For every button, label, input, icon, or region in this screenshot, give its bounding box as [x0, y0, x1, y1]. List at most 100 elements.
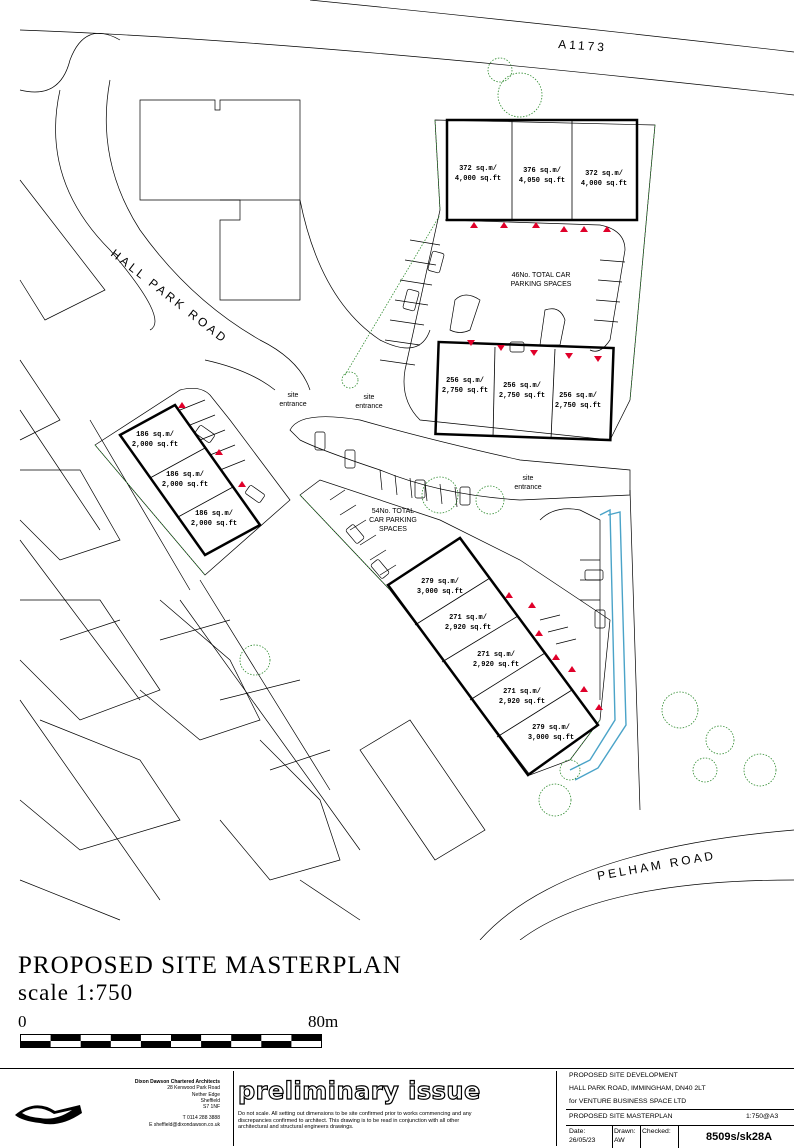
practice-name: Dixon Dawson Chartered Architects [134, 1079, 220, 1085]
drawing-title: PROPOSED SITE MASTERPLAN [18, 952, 402, 979]
existing-building [359, 719, 486, 861]
svg-text:2,000 sq.ft: 2,000 sq.ft [162, 481, 208, 489]
car-icon [345, 524, 365, 544]
project-line: PROPOSED SITE DEVELOPMENT [569, 1072, 678, 1079]
existing-building [19, 179, 106, 321]
tree-icon [421, 476, 459, 514]
svg-text:2,920 sq.ft: 2,920 sq.ft [473, 661, 519, 669]
car-icon [402, 288, 420, 312]
car-icon [344, 449, 356, 469]
drawn-label: Drawn: [614, 1128, 636, 1135]
svg-text:entrance: entrance [355, 403, 382, 410]
north-parking-label: 46No. TOTAL CAR PARKING SPACES [511, 272, 572, 288]
unit-block-south: 279 sq.m/ 3,000 sq.ft 271 sq.m/ 2,920 sq… [386, 536, 600, 777]
scale-reference: 1:750@A3 [746, 1113, 779, 1120]
svg-text:271 sq.m/: 271 sq.m/ [449, 614, 487, 622]
svg-text:entrance: entrance [279, 401, 306, 408]
scale-bar-segment [110, 1034, 141, 1041]
scale-bar-segment [140, 1041, 171, 1048]
a1173-road-edge [19, 29, 794, 96]
site-entrance-label: site entrance [355, 394, 382, 410]
practice-address-line: S7 1NF [203, 1104, 220, 1111]
car-icon [459, 486, 471, 506]
date-label: Date: [569, 1128, 586, 1135]
scale-bar: 0 80m [18, 1012, 338, 1048]
unit-area-label: 186 sq.m/ 2,000 sq.ft [191, 510, 237, 528]
scale-end-label: 80m [308, 1012, 339, 1031]
svg-text:279 sq.m/: 279 sq.m/ [532, 724, 570, 732]
car-icon [414, 479, 426, 499]
svg-text:376 sq.m/: 376 sq.m/ [523, 167, 561, 175]
car-icon [195, 425, 215, 443]
practice-email: E sheffield@dixondawson.co.uk [149, 1121, 220, 1128]
unit-area-label: 186 sq.m/ 2,000 sq.ft [132, 431, 178, 449]
drawing-title-block: PROPOSED SITE MASTERPLAN scale 1:750 [18, 952, 402, 1006]
a1173-road-label: A1173 [558, 37, 608, 54]
hall-park-road-edge [105, 79, 311, 391]
practice-logo-icon [15, 1105, 82, 1125]
svg-text:54No. TOTAL: 54No. TOTAL [372, 508, 415, 515]
svg-text:372 sq.m/: 372 sq.m/ [459, 165, 497, 173]
unit-area-label: 256 sq.m/ 2,750 sq.ft [555, 392, 601, 410]
svg-text:SPACES: SPACES [379, 526, 407, 533]
checked-label: Checked: [642, 1128, 671, 1135]
boundary-line [204, 359, 276, 391]
svg-text:site: site [523, 475, 534, 482]
svg-text:279 sq.m/: 279 sq.m/ [421, 578, 459, 586]
watercourse [569, 508, 616, 771]
date-value: 26/05/23 [569, 1137, 596, 1144]
preliminary-issue-panel: preliminary issue Do not scale. All sett… [233, 1071, 557, 1146]
drawing-scale: scale 1:750 [18, 980, 134, 1005]
scale-bar-segment [201, 1041, 232, 1048]
north-car-park-aisle [444, 219, 626, 352]
unit-area-label: 271 sq.m/ 2,920 sq.ft [445, 614, 491, 632]
unit-block-north-top: 372 sq.m/ 4,000 sq.ft 376 sq.m/ 4,050 sq… [445, 118, 639, 222]
unit-area-label: 372 sq.m/ 4,000 sq.ft [455, 165, 501, 183]
car-icon [370, 559, 390, 579]
svg-text:4,000 sq.ft: 4,000 sq.ft [455, 175, 501, 183]
pelham-road-edge [479, 829, 794, 940]
tree-icon [475, 485, 505, 515]
landscaping-island [449, 294, 481, 333]
tree-icon [743, 753, 777, 787]
hedge-line [629, 124, 656, 401]
tree-icon [692, 757, 718, 783]
drawing-number: 8509s/sk28A [706, 1131, 773, 1143]
svg-text:CAR PARKING: CAR PARKING [369, 517, 417, 524]
svg-text:PARKING SPACES: PARKING SPACES [511, 281, 572, 288]
drawing-footer: Dixon Dawson Chartered Architects 28 Ken… [0, 1068, 794, 1148]
practice-address-line: Sheffield [200, 1097, 220, 1104]
preliminary-issue-title: preliminary issue [237, 1076, 481, 1105]
svg-text:2,920 sq.ft: 2,920 sq.ft [499, 698, 545, 706]
landscaping-island [539, 308, 566, 346]
svg-text:2,920 sq.ft: 2,920 sq.ft [445, 624, 491, 632]
svg-text:2,000 sq.ft: 2,000 sq.ft [132, 441, 178, 449]
pelham-road-label: PELHAM ROAD [596, 848, 717, 883]
svg-text:3,000 sq.ft: 3,000 sq.ft [417, 588, 463, 596]
hall-park-road-edge [55, 89, 156, 331]
svg-text:372 sq.m/: 372 sq.m/ [585, 170, 623, 178]
tree-icon [341, 371, 359, 389]
existing-houses [19, 359, 361, 921]
scale-start-label: 0 [18, 1012, 27, 1031]
verge-line [19, 32, 121, 93]
tree-icon [239, 644, 271, 676]
unit-area-label: 256 sq.m/ 2,750 sq.ft [499, 382, 545, 400]
svg-text:46No. TOTAL CAR: 46No. TOTAL CAR [512, 272, 571, 279]
unit-area-label: 372 sq.m/ 4,000 sq.ft [581, 170, 627, 188]
site-entrance-label: site entrance [279, 392, 306, 408]
tree-icon [661, 691, 699, 729]
internal-access-road [289, 416, 631, 501]
car-icon [509, 341, 525, 353]
svg-text:256 sq.m/: 256 sq.m/ [503, 382, 541, 390]
practice-address-line: Nether Edge [191, 1091, 220, 1098]
watercourse [574, 511, 627, 781]
existing-building [139, 99, 301, 301]
existing-boundaries [19, 409, 361, 901]
drawn-value: AW [614, 1137, 625, 1144]
svg-text:entrance: entrance [514, 484, 541, 491]
east-boundary [629, 489, 641, 811]
site-plan-drawing: 372 sq.m/ 4,000 sq.ft 376 sq.m/ 4,050 sq… [19, 0, 794, 940]
parking-bays [179, 399, 246, 471]
car-icon [594, 609, 606, 629]
